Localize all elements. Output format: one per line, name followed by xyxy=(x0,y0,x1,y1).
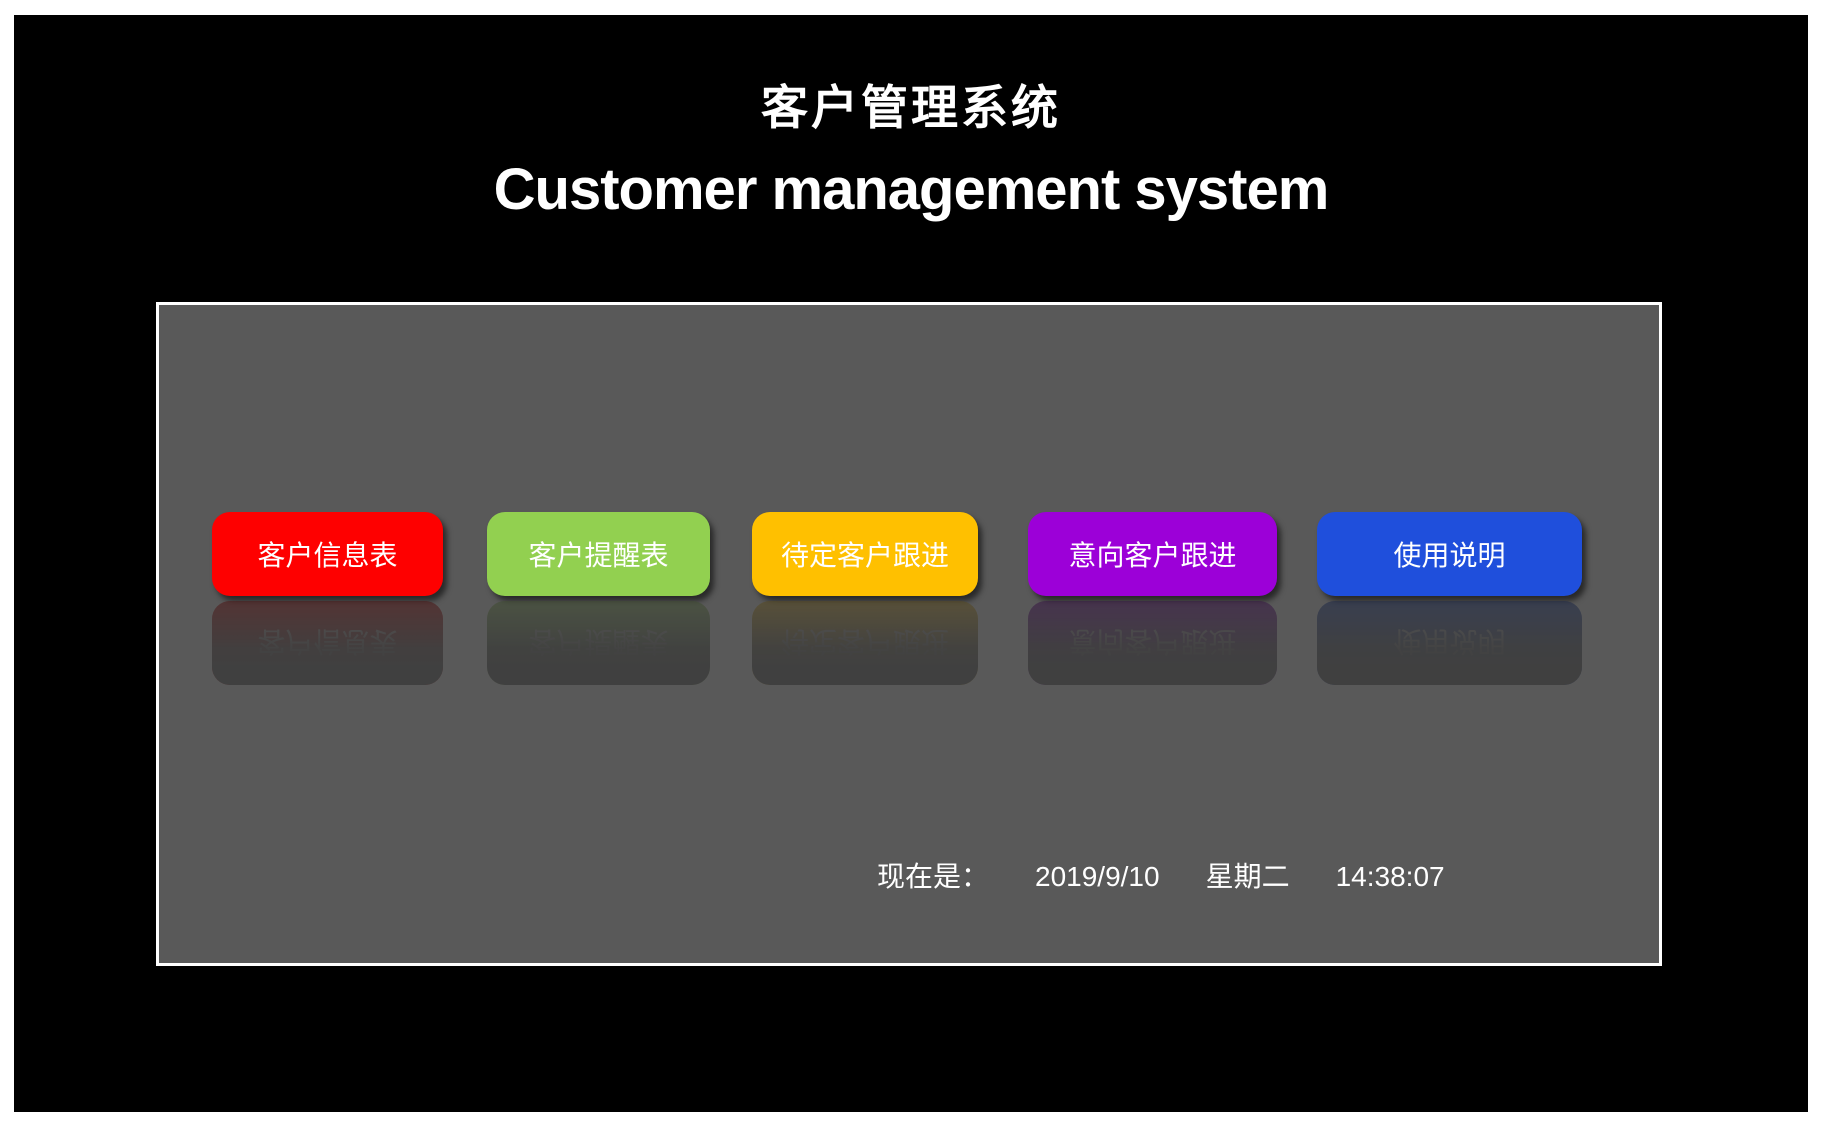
menu-button-usage-instructions[interactable]: 使用说明 xyxy=(1317,512,1582,596)
menu-button-slot: 客户提醒表 客户提醒表 xyxy=(487,512,710,685)
datetime-prefix-label: 现在是： xyxy=(877,861,990,892)
menu-button-intent-customer-followup[interactable]: 意向客户跟进 xyxy=(1028,512,1277,596)
menu-button-label: 客户提醒表 xyxy=(528,540,669,571)
menu-button-customer-info-table[interactable]: 客户信息表 xyxy=(212,512,443,596)
current-date: 2019/9/10 xyxy=(1035,861,1160,892)
menu-button-label: 待定客户跟进 xyxy=(780,540,949,571)
menu-button-slot: 意向客户跟进 意向客户跟进 xyxy=(1028,512,1277,685)
menu-button-pending-customer-followup[interactable]: 待定客户跟进 xyxy=(752,512,978,596)
current-time: 14:38:07 xyxy=(1335,861,1445,892)
menu-button-label: 使用说明 xyxy=(1393,540,1506,571)
menu-button-label: 客户信息表 xyxy=(257,540,398,571)
menu-buttons-row: 客户信息表 客户信息表 客户提醒表 客户提醒表 待定客户跟进 待定客户跟进 意向… xyxy=(159,305,1659,963)
current-weekday: 星期二 xyxy=(1205,861,1290,892)
button-reflection: 意向客户跟进 xyxy=(1028,601,1277,685)
menu-button-slot: 使用说明 使用说明 xyxy=(1317,512,1582,685)
app-background: 客户管理系统 Customer management system 客户信息表 … xyxy=(14,15,1808,1112)
menu-button-slot: 客户信息表 客户信息表 xyxy=(212,512,443,685)
datetime-row: 现在是： 2019/9/10 星期二 14:38:07 xyxy=(877,855,1445,895)
menu-button-slot: 待定客户跟进 待定客户跟进 xyxy=(752,512,978,685)
button-reflection: 使用说明 xyxy=(1317,601,1582,685)
main-panel: 客户信息表 客户信息表 客户提醒表 客户提醒表 待定客户跟进 待定客户跟进 意向… xyxy=(156,302,1662,966)
button-reflection: 客户信息表 xyxy=(212,601,443,685)
menu-button-customer-reminder-table[interactable]: 客户提醒表 xyxy=(487,512,710,596)
button-reflection: 待定客户跟进 xyxy=(752,601,978,685)
page-title-english: Customer management system xyxy=(493,157,1330,223)
button-reflection: 客户提醒表 xyxy=(487,601,710,685)
page-title-chinese: 客户管理系统 xyxy=(761,81,1061,134)
menu-button-label: 意向客户跟进 xyxy=(1068,540,1237,571)
title-block: 客户管理系统 Customer management system xyxy=(14,81,1808,224)
